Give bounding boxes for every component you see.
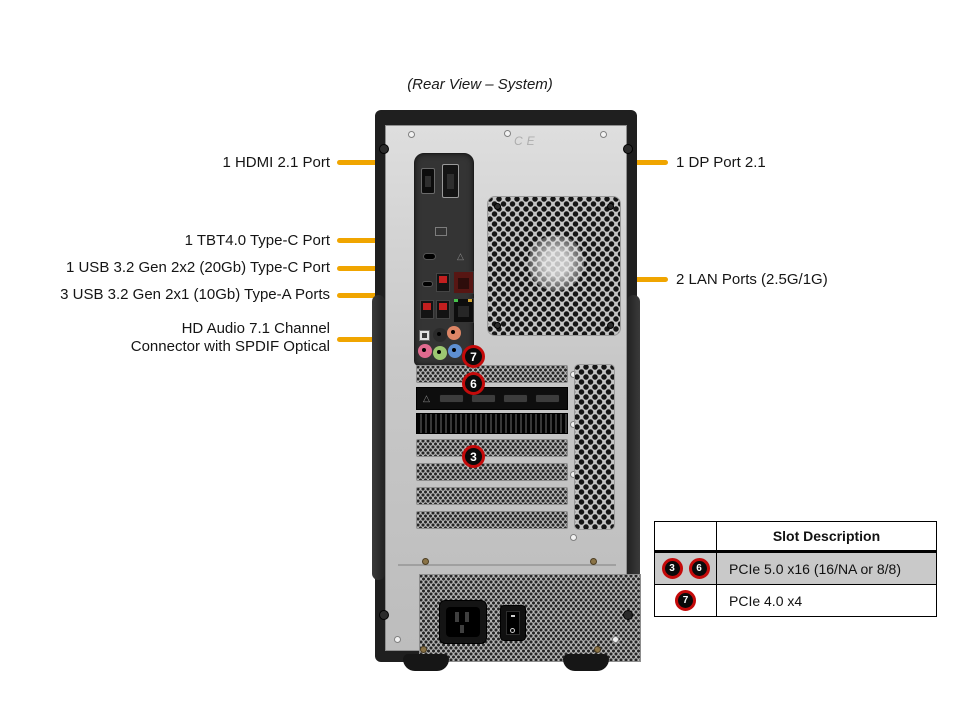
lan-port-2 xyxy=(453,298,474,323)
lan-port-1 xyxy=(453,271,474,294)
label-usba-ports: 3 USB 3.2 Gen 2x1 (10Gb) Type-A Ports xyxy=(60,286,330,303)
gpu-card-ports: △ xyxy=(416,387,568,410)
warning-triangle-icon: △ xyxy=(457,251,464,261)
pcie-slot-blank xyxy=(416,487,568,505)
usb-a-port xyxy=(420,300,434,319)
gpu-dp-output xyxy=(503,394,528,403)
ac-prong xyxy=(460,625,464,633)
thumbscrew xyxy=(623,144,633,154)
tbt-type-c-port xyxy=(423,253,436,260)
callout-slot-6: 6 xyxy=(462,372,485,395)
slot-description-table: Slot Description 3 6 PCIe 5.0 x16 (16/NA… xyxy=(654,521,937,617)
ac-prong xyxy=(465,612,469,622)
diagram-title: (Rear View – System) xyxy=(407,76,553,93)
screw xyxy=(590,558,597,565)
screw xyxy=(600,131,607,138)
label-hd-audio: HD Audio 7.1 Channel Connector with SPDI… xyxy=(30,320,330,356)
label-hd-audio-line1: HD Audio 7.1 Channel xyxy=(181,320,330,337)
left-handle xyxy=(372,295,385,580)
lan-led-amber xyxy=(468,299,472,302)
power-off-mark xyxy=(510,628,515,633)
slot-description: PCIe 4.0 x4 xyxy=(729,592,803,609)
thumbscrew xyxy=(623,610,633,620)
power-switch xyxy=(500,605,526,641)
usb-a-port xyxy=(436,273,450,292)
psu-divider xyxy=(398,564,616,566)
audio-jack-blue xyxy=(448,344,462,358)
screw xyxy=(594,646,601,653)
slot-badge-3: 3 xyxy=(661,558,683,579)
audio-jack-green xyxy=(433,346,447,360)
screw xyxy=(494,322,501,329)
callout-slot-7: 7 xyxy=(462,345,485,368)
io-panel: △ xyxy=(414,153,474,366)
callout-slot-3: 3 xyxy=(462,445,485,468)
pcie-slot-blank-7 xyxy=(416,365,568,383)
label-hdmi-port: 1 HDMI 2.1 Port xyxy=(222,154,330,171)
label-lan-ports: 2 LAN Ports (2.5G/1G) xyxy=(676,271,828,288)
chassis-foot xyxy=(563,654,609,671)
usb-a-port xyxy=(436,300,450,319)
screw xyxy=(570,534,577,541)
monitor-icon xyxy=(435,227,447,236)
table-header-row: Slot Description xyxy=(655,522,936,553)
pcie-slot-blank xyxy=(416,439,568,457)
leader-line-hdmi xyxy=(337,160,412,165)
screw xyxy=(420,646,427,653)
right-handle xyxy=(627,295,640,580)
side-vent xyxy=(574,364,615,530)
thumbscrew xyxy=(379,610,389,620)
screw xyxy=(408,131,415,138)
chassis-foot xyxy=(403,654,449,671)
screw xyxy=(607,322,614,329)
table-badge-cell: 3 6 xyxy=(655,553,717,584)
spdif-optical-port xyxy=(419,330,430,341)
audio-jack-black xyxy=(433,328,447,342)
screw xyxy=(504,130,511,137)
thumbscrew xyxy=(379,144,389,154)
label-dp-port: 1 DP Port 2.1 xyxy=(676,154,766,171)
gpu-vent xyxy=(416,413,568,434)
screw xyxy=(422,558,429,565)
ac-power-inlet xyxy=(439,600,487,644)
screw xyxy=(394,636,401,643)
tower-chassis: CE △ xyxy=(372,110,641,671)
table-row: 3 6 PCIe 5.0 x16 (16/NA or 8/8) xyxy=(655,553,936,585)
table-header-title: Slot Description xyxy=(772,528,881,544)
power-on-mark xyxy=(511,615,515,617)
screw xyxy=(494,203,501,210)
ac-prong xyxy=(455,612,459,622)
dp-port xyxy=(442,164,459,198)
power-rocker xyxy=(506,611,520,635)
screw xyxy=(607,203,614,210)
slot-badge-6: 6 xyxy=(688,558,710,579)
screw xyxy=(612,636,619,643)
label-tbt-port: 1 TBT4.0 Type-C Port xyxy=(184,232,330,249)
slot-badge-7: 7 xyxy=(675,590,696,611)
rear-panel: CE △ xyxy=(385,125,641,662)
lan-led-green xyxy=(454,299,458,302)
hdmi-port xyxy=(421,168,435,194)
audio-jack-pink xyxy=(418,344,432,358)
gpu-dp-output xyxy=(535,394,560,403)
pcie-slot-blank xyxy=(416,511,568,529)
label-usbc-port: 1 USB 3.2 Gen 2x2 (20Gb) Type-C Port xyxy=(65,259,330,276)
usb-c-20gb-port xyxy=(422,281,433,287)
gpu-dp-output xyxy=(471,394,496,403)
table-badge-cell: 7 xyxy=(655,585,717,616)
table-row: 7 PCIe 4.0 x4 xyxy=(655,585,936,616)
fan-label xyxy=(528,235,584,291)
label-hd-audio-line2: Connector with SPDIF Optical xyxy=(130,338,330,355)
gpu-dp-output xyxy=(439,394,464,403)
certification-marks: CE xyxy=(514,134,539,148)
table-header-badge-cell xyxy=(655,522,717,550)
warning-triangle-icon: △ xyxy=(423,393,430,403)
slot-description: PCIe 5.0 x16 (16/NA or 8/8) xyxy=(729,560,901,577)
audio-jack-orange xyxy=(447,326,461,340)
pcie-slot-blank-3 xyxy=(416,463,568,481)
fan-grille xyxy=(487,196,621,336)
